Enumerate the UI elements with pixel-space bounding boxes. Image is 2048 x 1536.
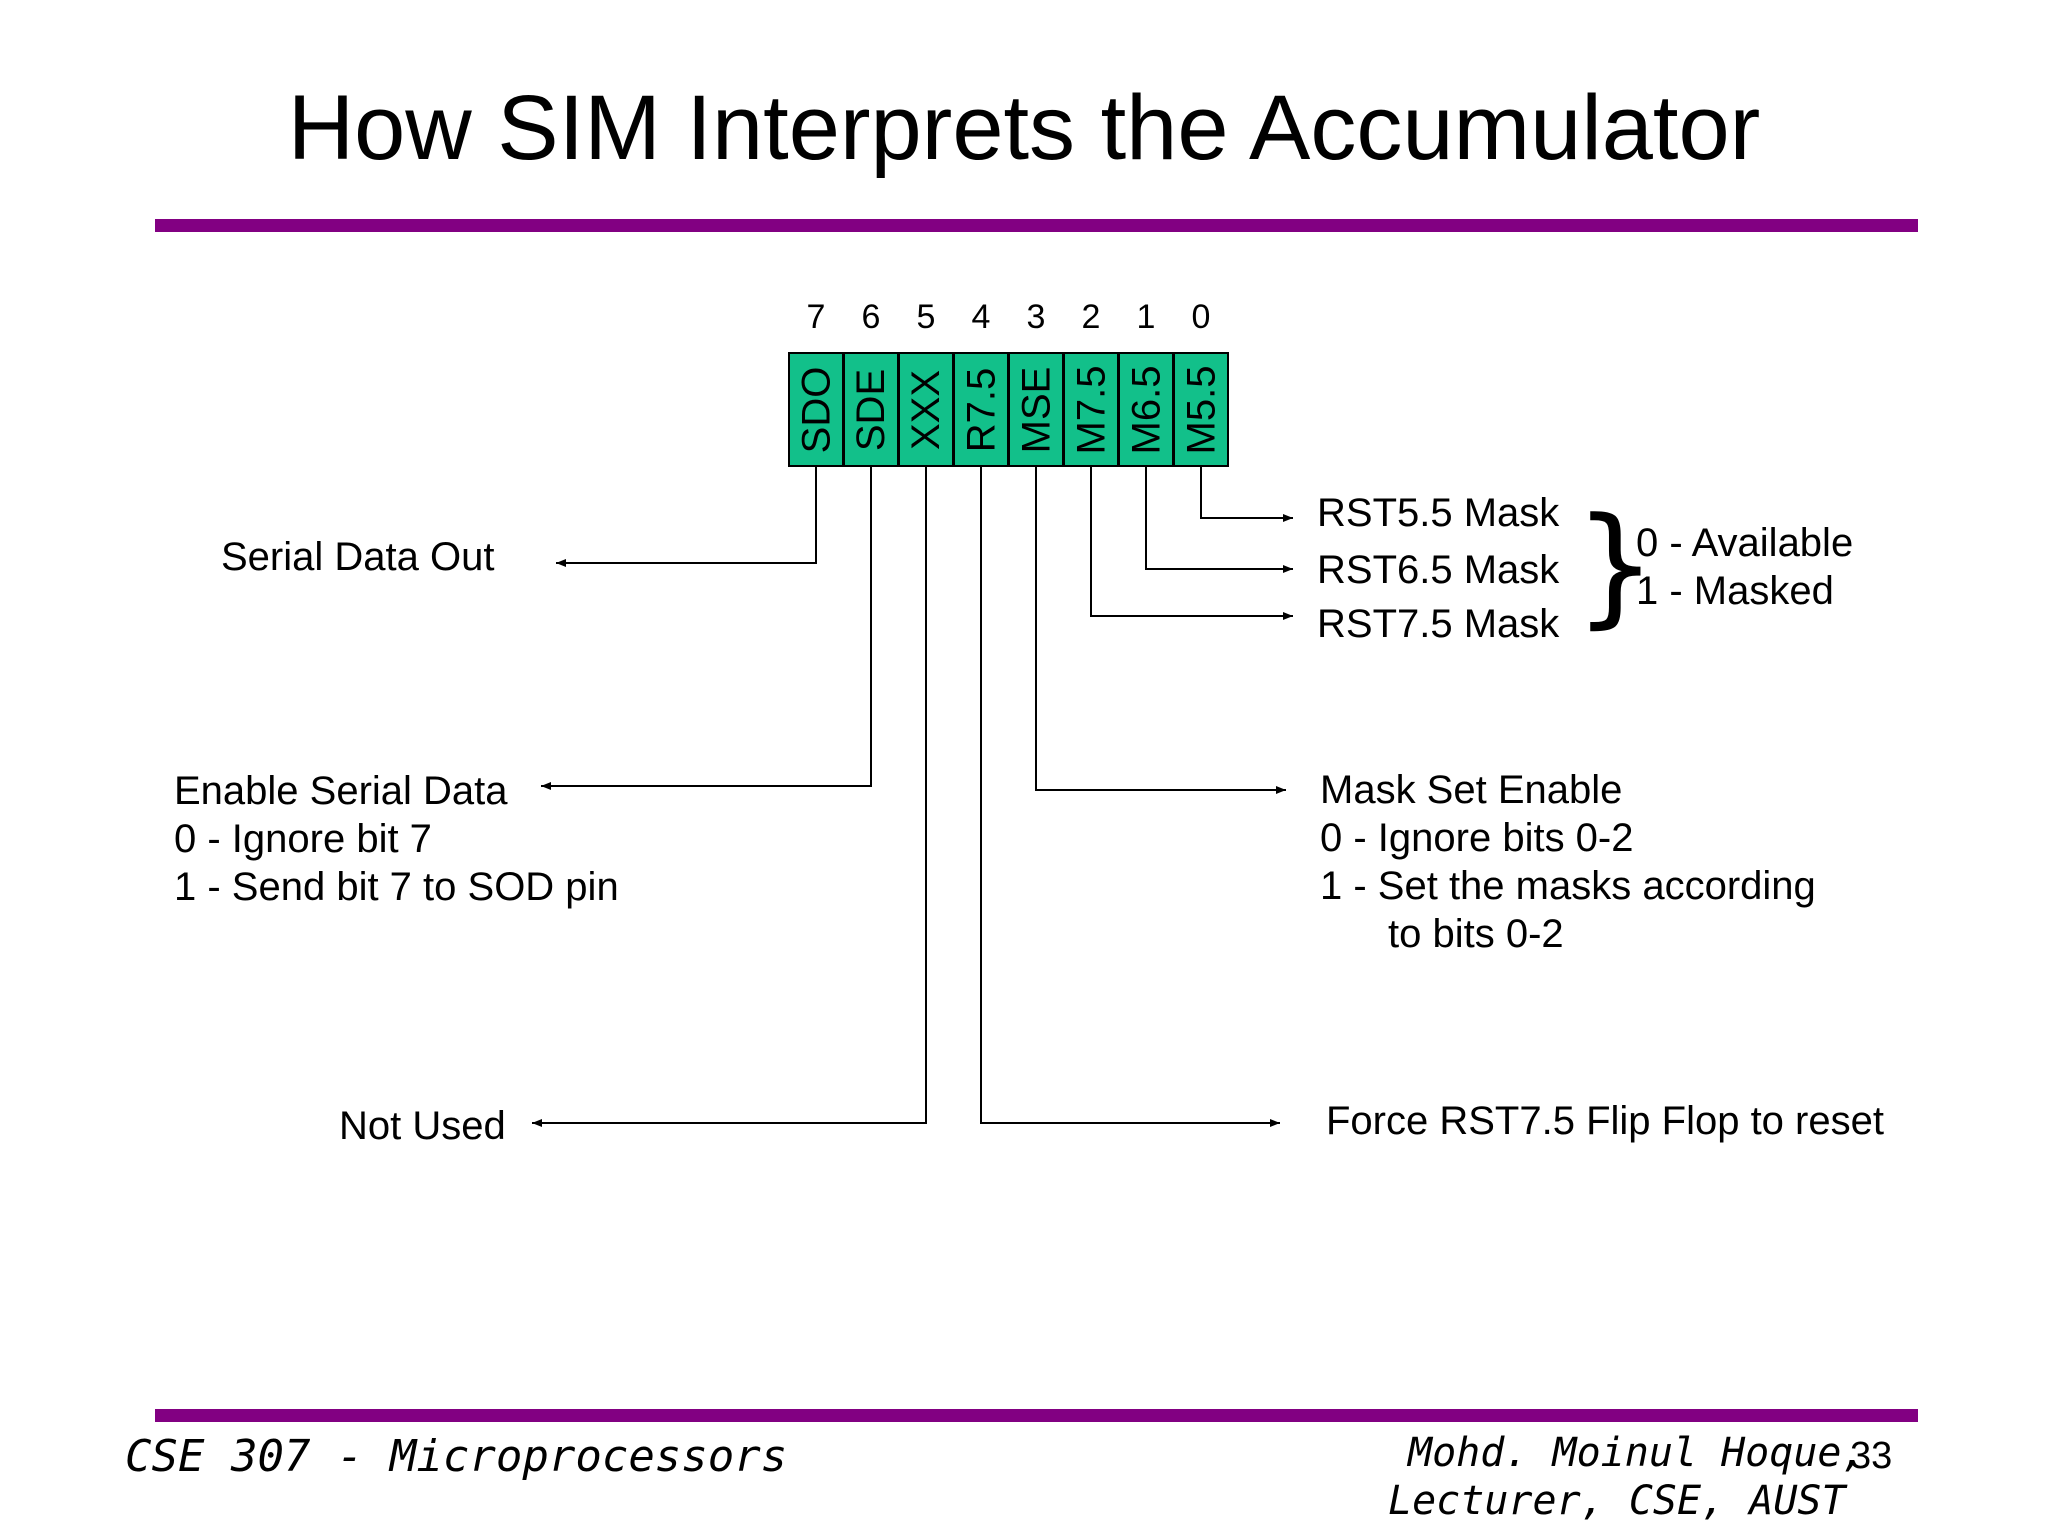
rst75-mask-label: RST7.5 Mask: [1317, 602, 1560, 646]
bit-number-3: 3: [1026, 298, 1046, 336]
register-cell-r75: R7.5: [953, 352, 1009, 467]
sdo-connector: [556, 467, 817, 567]
esd-ignore-label: 0 - Ignore bit 7: [174, 817, 432, 861]
esd-send-label: 1 - Send bit 7 to SOD pin: [174, 865, 619, 909]
register-cell-m55: M5.5: [1173, 352, 1229, 467]
bit-number-0: 0: [1191, 298, 1211, 336]
enable-serial-data-label: Enable Serial Data: [174, 769, 508, 813]
register-cell-sde: SDE: [843, 352, 899, 467]
top-divider: [155, 219, 1918, 232]
mse-ignore-label: 0 - Ignore bits 0-2: [1320, 816, 1634, 860]
m65-connector: [1145, 467, 1293, 573]
mse-connector: [1035, 467, 1286, 794]
bit-number-2: 2: [1081, 298, 1101, 336]
available-label: 0 - Available: [1636, 521, 1854, 565]
xxx-connector: [532, 467, 927, 1127]
bit-number-6: 6: [861, 298, 881, 336]
mse-set-label: 1 - Set the masks according: [1320, 864, 1816, 908]
bit-number-4: 4: [971, 298, 991, 336]
not-used-label: Not Used: [339, 1104, 506, 1148]
bit-number-7: 7: [806, 298, 826, 336]
bit-number-5: 5: [916, 298, 936, 336]
rst55-mask-label: RST5.5 Mask: [1317, 491, 1560, 535]
mask-set-enable-label: Mask Set Enable: [1320, 768, 1623, 812]
page-number: 33: [1850, 1435, 1893, 1477]
bottom-divider: [155, 1409, 1918, 1422]
m55-connector: [1200, 467, 1293, 522]
rst65-mask-label: RST6.5 Mask: [1317, 548, 1560, 592]
author-name: Mohd. Moinul Hoque,: [1408, 1430, 1866, 1476]
force-reset-label: Force RST7.5 Flip Flop to reset: [1326, 1099, 1884, 1143]
slide-title: How SIM Interprets the Accumulator: [287, 77, 1761, 179]
mask-group-brace: }: [1574, 489, 1657, 641]
author-title: Lecturer, CSE, AUST: [1388, 1478, 1846, 1524]
sde-connector: [541, 467, 872, 790]
course-name: CSE 307 - Microprocessors: [125, 1431, 788, 1482]
m75-connector: [1090, 467, 1293, 620]
mse-bits-label: to bits 0-2: [1388, 912, 1564, 956]
serial-data-out-label: Serial Data Out: [221, 535, 495, 579]
masked-label: 1 - Masked: [1636, 569, 1834, 613]
bit-number-1: 1: [1136, 298, 1156, 336]
r75-connector: [980, 467, 1280, 1127]
